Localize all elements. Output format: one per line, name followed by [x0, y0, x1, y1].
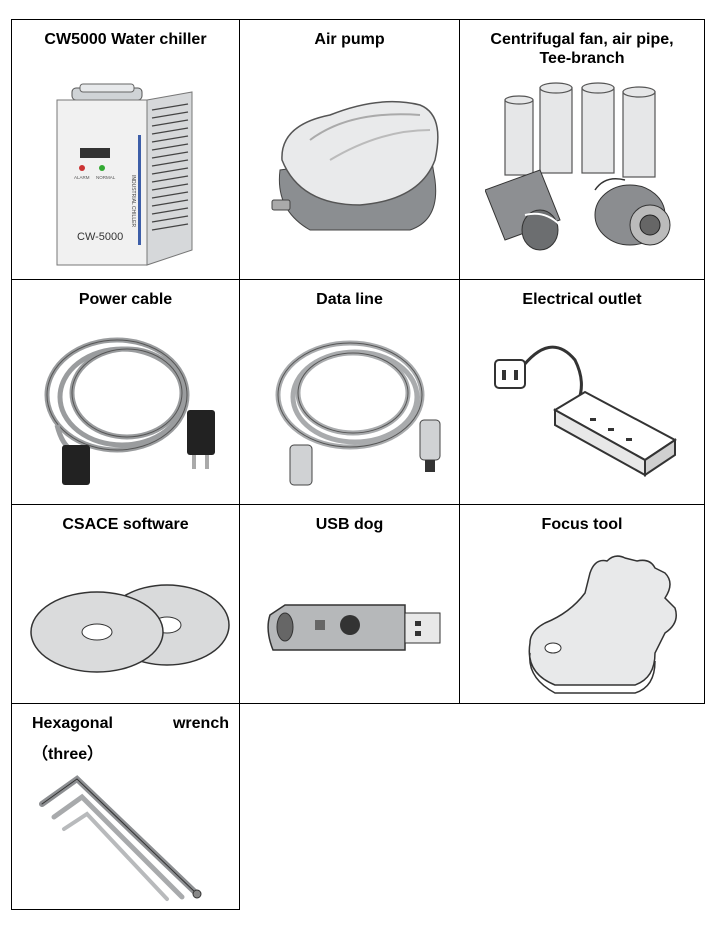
- item-label: Data line: [316, 291, 383, 308]
- item-label: Air pump: [314, 31, 385, 48]
- power-cable-image: [44, 337, 215, 485]
- item-cell-centrifugal-fan: Centrifugal fan, air pipe, Tee-branch: [459, 19, 705, 280]
- item-label-line-2: Tee-branch: [539, 50, 625, 67]
- hexagonal-wrench-image: [39, 775, 202, 901]
- chiller-side-label: INDUSTRIAL CHILLER: [130, 175, 136, 227]
- focus-tool-image: [528, 555, 677, 694]
- water-chiller-image: ALARM NORMAL CW-5000 INDUSTRIAL CHILLER: [56, 83, 193, 266]
- item-cell-air-pump: Air pump: [239, 19, 460, 280]
- item-cell-focus-tool: Focus tool: [459, 504, 705, 704]
- usb-dog-image: [267, 604, 441, 651]
- item-cell-usb-dog: USB dog: [239, 504, 460, 704]
- item-cell-hexagonal-wrench: Hexagonal wrench （three）: [11, 703, 240, 910]
- item-label-quantity: （three）: [32, 746, 104, 763]
- item-cell-power-cable: Power cable: [11, 279, 240, 505]
- item-label: Focus tool: [541, 516, 623, 533]
- item-label: CSACE software: [62, 516, 189, 533]
- data-line-image: [275, 340, 441, 486]
- item-label: Electrical outlet: [522, 291, 642, 308]
- electrical-outlet-image: [494, 345, 677, 477]
- item-cell-data-line: Data line: [239, 279, 460, 505]
- software-discs-image: [30, 584, 230, 673]
- chiller-alarm-label: ALARM: [74, 175, 90, 180]
- centrifugal-fan-pipes-image: [485, 82, 671, 251]
- item-label: Hexagonal wrench: [32, 715, 229, 732]
- chiller-model-label: CW-5000: [77, 231, 123, 243]
- item-label-line-1: Centrifugal fan, air pipe,: [490, 31, 674, 48]
- air-pump-image: [271, 100, 439, 231]
- item-cell-water-chiller: CW5000 Water chiller ALARM NORMAL CW-500…: [11, 19, 240, 280]
- item-cell-csace-software: CSACE software: [11, 504, 240, 704]
- item-cell-electrical-outlet: Electrical outlet: [459, 279, 705, 505]
- item-label: Power cable: [78, 291, 173, 308]
- item-label: CW5000 Water chiller: [44, 31, 207, 48]
- chiller-normal-label: NORMAL: [96, 175, 116, 180]
- item-label: USB dog: [315, 516, 384, 533]
